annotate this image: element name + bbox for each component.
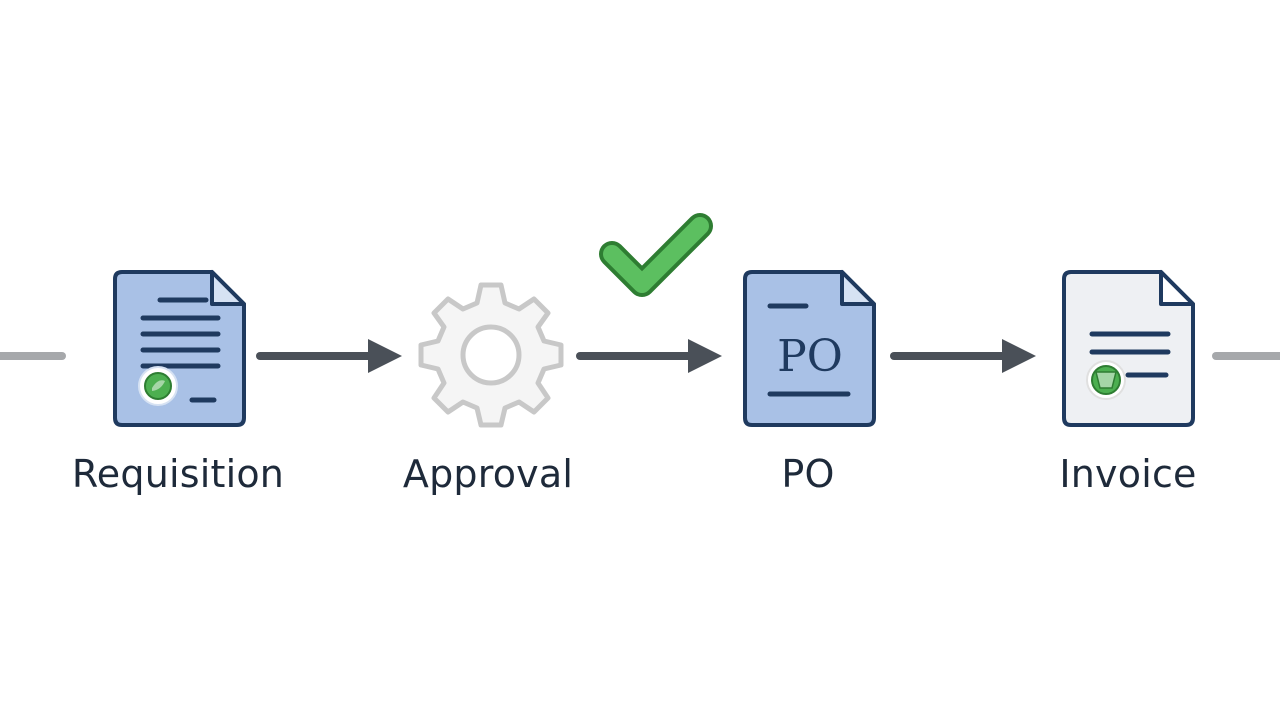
po-icon-text: PO: [777, 331, 843, 382]
stage-label-po: PO: [781, 452, 835, 496]
seal-badge-icon: [138, 366, 178, 406]
gear-icon: [418, 282, 564, 428]
arrow-po-to-invoice: [890, 339, 1036, 373]
po-document-icon: PO: [743, 270, 876, 427]
invoice-document-icon: [1062, 270, 1195, 427]
seal-badge-icon: [1086, 360, 1126, 400]
checkmark-icon: [599, 213, 713, 297]
stage-label-invoice: Invoice: [1059, 452, 1197, 496]
stage-label-requisition: Requisition: [71, 452, 285, 496]
document-icon: [113, 270, 246, 427]
arrow-requisition-to-approval: [256, 339, 402, 373]
stage-label-approval: Approval: [402, 452, 574, 496]
arrow-approval-to-po: [576, 339, 722, 373]
